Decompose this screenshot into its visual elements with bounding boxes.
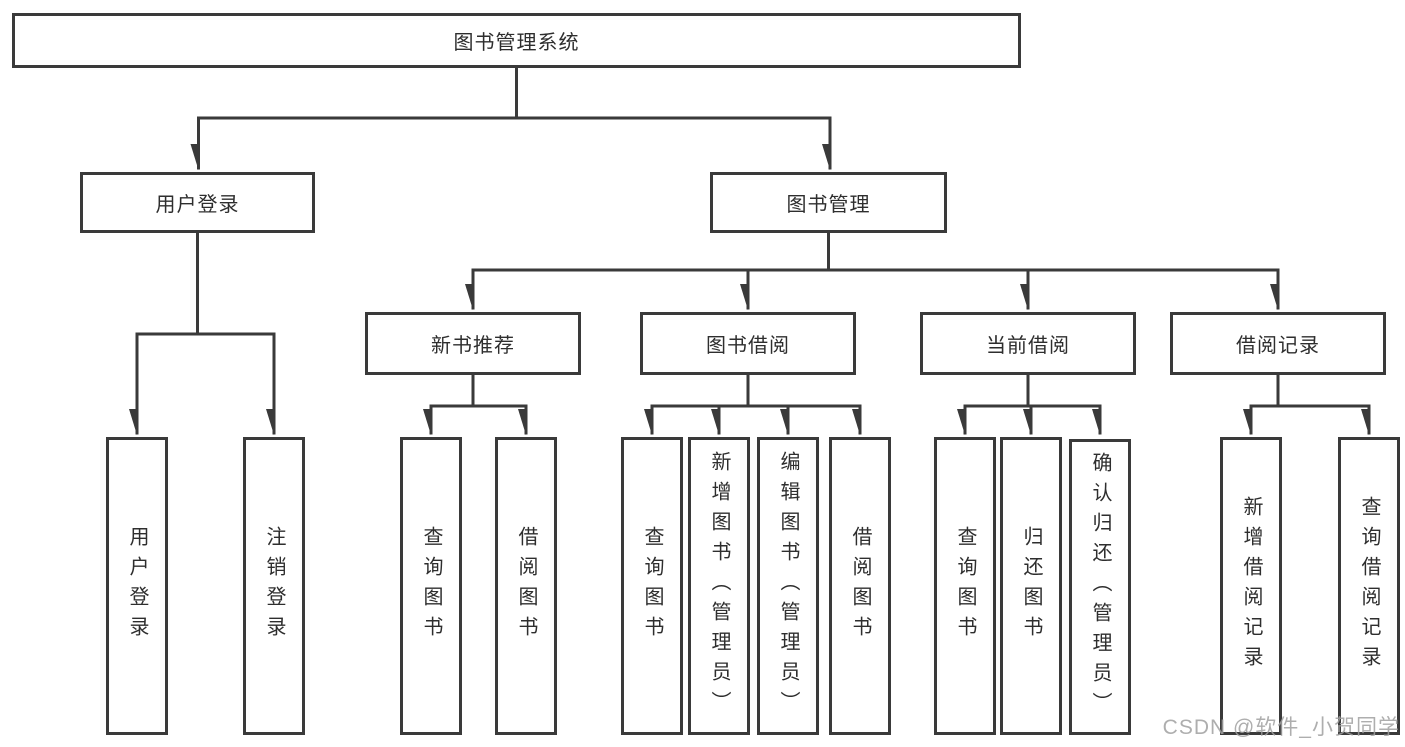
node-new-book-recommend: 新书推荐	[365, 312, 581, 375]
node-query-borrow-record-label: 查询借阅记录	[1358, 496, 1380, 676]
node-user-login: 用户登录	[80, 172, 315, 233]
node-add-borrow-record: 新增借阅记录	[1220, 437, 1282, 735]
node-book-borrow-label: 图书借阅	[706, 335, 790, 357]
node-add-book-admin: 新增图书（管理员）	[688, 437, 750, 735]
node-borrow-records: 借阅记录	[1170, 312, 1386, 375]
node-query-books-current-label: 查询图书	[954, 526, 976, 646]
node-borrow-books-leaf-label: 借阅图书	[849, 526, 871, 646]
node-system: 图书管理系统	[12, 13, 1021, 68]
node-confirm-return-admin-label: 确认归还（管理员）	[1089, 452, 1111, 722]
node-query-books-borrow: 查询图书	[621, 437, 683, 735]
node-query-books-current: 查询图书	[934, 437, 996, 735]
node-user-login-leaf-label: 用户登录	[126, 526, 148, 646]
node-borrow-books-recommend-label: 借阅图书	[515, 526, 537, 646]
node-current-borrow-label: 当前借阅	[986, 335, 1070, 357]
node-borrow-records-label: 借阅记录	[1236, 335, 1320, 357]
node-user-login-label: 用户登录	[155, 194, 240, 216]
node-query-books-recommend-label: 查询图书	[420, 526, 442, 646]
node-current-borrow: 当前借阅	[920, 312, 1136, 375]
node-book-management: 图书管理	[710, 172, 947, 233]
node-return-books-label: 归还图书	[1020, 526, 1042, 646]
node-system-label: 图书管理系统	[453, 32, 580, 54]
node-new-book-recommend-label: 新书推荐	[431, 335, 515, 357]
node-edit-book-admin: 编辑图书（管理员）	[757, 437, 819, 735]
node-book-borrow: 图书借阅	[640, 312, 856, 375]
node-user-login-leaf: 用户登录	[106, 437, 168, 735]
node-logout-label: 注销登录	[263, 526, 285, 646]
node-confirm-return-admin: 确认归还（管理员）	[1069, 439, 1131, 735]
node-book-management-label: 图书管理	[786, 194, 871, 216]
node-return-books: 归还图书	[1000, 437, 1062, 735]
node-add-book-admin-label: 新增图书（管理员）	[708, 451, 730, 721]
node-query-books-recommend: 查询图书	[400, 437, 462, 735]
node-borrow-books-recommend: 借阅图书	[495, 437, 557, 735]
node-query-books-borrow-label: 查询图书	[641, 526, 663, 646]
node-edit-book-admin-label: 编辑图书（管理员）	[777, 451, 799, 721]
node-logout: 注销登录	[243, 437, 305, 735]
node-borrow-books-leaf: 借阅图书	[829, 437, 891, 735]
node-query-borrow-record: 查询借阅记录	[1338, 437, 1400, 735]
node-add-borrow-record-label: 新增借阅记录	[1240, 496, 1262, 676]
watermark: CSDN @软件_小贺同学	[1162, 716, 1400, 739]
